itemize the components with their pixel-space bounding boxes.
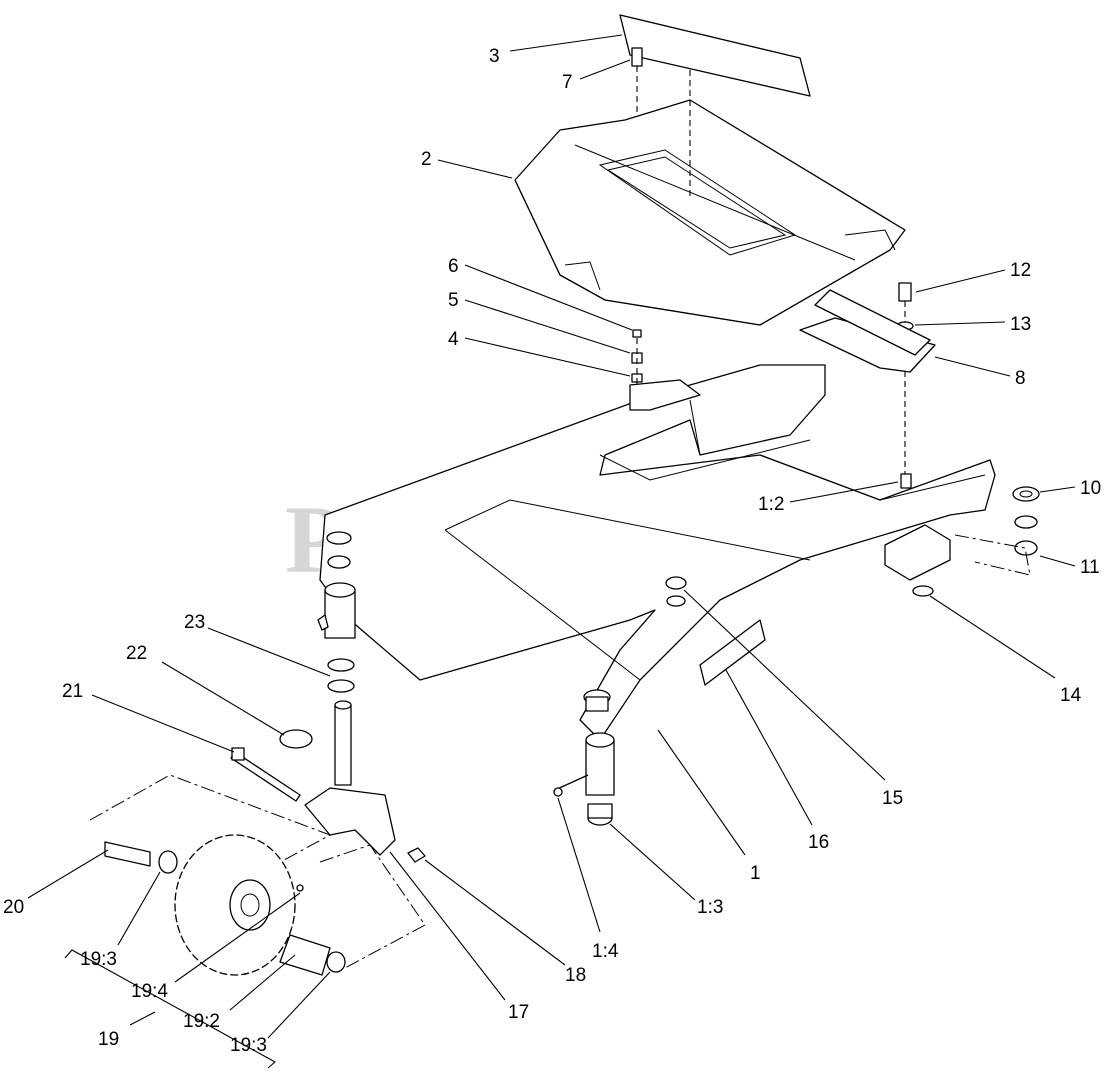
part-3-decal[interactable] <box>619 14 811 97</box>
callout-20: 20 <box>3 897 24 918</box>
part-21-axle-bolt[interactable] <box>230 747 301 802</box>
callout-4: 4 <box>448 329 459 350</box>
callout-10: 10 <box>1080 478 1101 499</box>
part-19-4-fitting[interactable] <box>296 884 304 892</box>
part-18-nut[interactable] <box>407 847 426 863</box>
part-1-2-spacer[interactable] <box>900 473 912 489</box>
part-20-spacer[interactable] <box>104 841 178 874</box>
part-15-washers[interactable] <box>665 576 687 607</box>
callout-11: 11 <box>1080 557 1100 578</box>
callout-18: 18 <box>565 965 586 986</box>
callout-2: 2 <box>421 149 432 170</box>
part-12-bolt[interactable] <box>898 282 912 480</box>
callout-14: 14 <box>1060 685 1082 706</box>
callout-12: 12 <box>1010 260 1031 281</box>
leader-lines <box>27 34 1076 1039</box>
part-8-bracket[interactable] <box>799 289 936 373</box>
callout-1-3: 1:3 <box>697 897 723 918</box>
callout-19: 19 <box>98 1029 119 1050</box>
callout-6: 6 <box>448 256 459 277</box>
part-19-2-bearing[interactable] <box>279 934 346 976</box>
part-22-clip[interactable] <box>279 729 313 749</box>
part-23-washers[interactable] <box>327 658 355 693</box>
callout-19-4: 19:4 <box>131 981 168 1002</box>
part-19-wheel[interactable] <box>174 834 296 976</box>
callout-1: 1 <box>750 863 761 884</box>
callout-7: 7 <box>562 72 573 93</box>
part-17-caster-fork[interactable] <box>304 700 396 856</box>
callout-17: 17 <box>508 1002 529 1023</box>
part-2-footrest-plate[interactable] <box>514 70 906 326</box>
callout-1-4: 1:4 <box>592 941 619 962</box>
left-caster-pivot[interactable] <box>317 531 356 639</box>
callout-19-3-b: 19:3 <box>230 1035 267 1056</box>
callout-5: 5 <box>448 290 459 311</box>
callout-21: 21 <box>62 681 83 702</box>
part-10-bushing[interactable] <box>1012 486 1040 502</box>
part-1-3-bushing[interactable] <box>583 689 615 826</box>
callout-19-2: 19:2 <box>183 1011 220 1032</box>
callout-23: 23 <box>184 612 205 633</box>
callout-15: 15 <box>882 788 903 809</box>
part-11-bushing[interactable] <box>1014 515 1038 556</box>
callout-8: 8 <box>1015 368 1026 389</box>
callout-13: 13 <box>1010 314 1031 335</box>
callout-labels: 3 7 2 6 5 4 12 13 8 1:2 10 11 14 15 16 1… <box>3 46 1101 1056</box>
callout-19-3-a: 19:3 <box>80 949 117 970</box>
part-14-ring[interactable] <box>884 524 951 597</box>
part-16-decal[interactable] <box>699 619 766 686</box>
callout-22: 22 <box>126 643 147 664</box>
callout-16: 16 <box>808 832 829 853</box>
part-1-frame[interactable] <box>319 364 996 741</box>
part-1-4-fitting[interactable] <box>553 774 589 797</box>
callout-1-2: 1:2 <box>758 494 784 515</box>
callout-3: 3 <box>489 46 500 67</box>
